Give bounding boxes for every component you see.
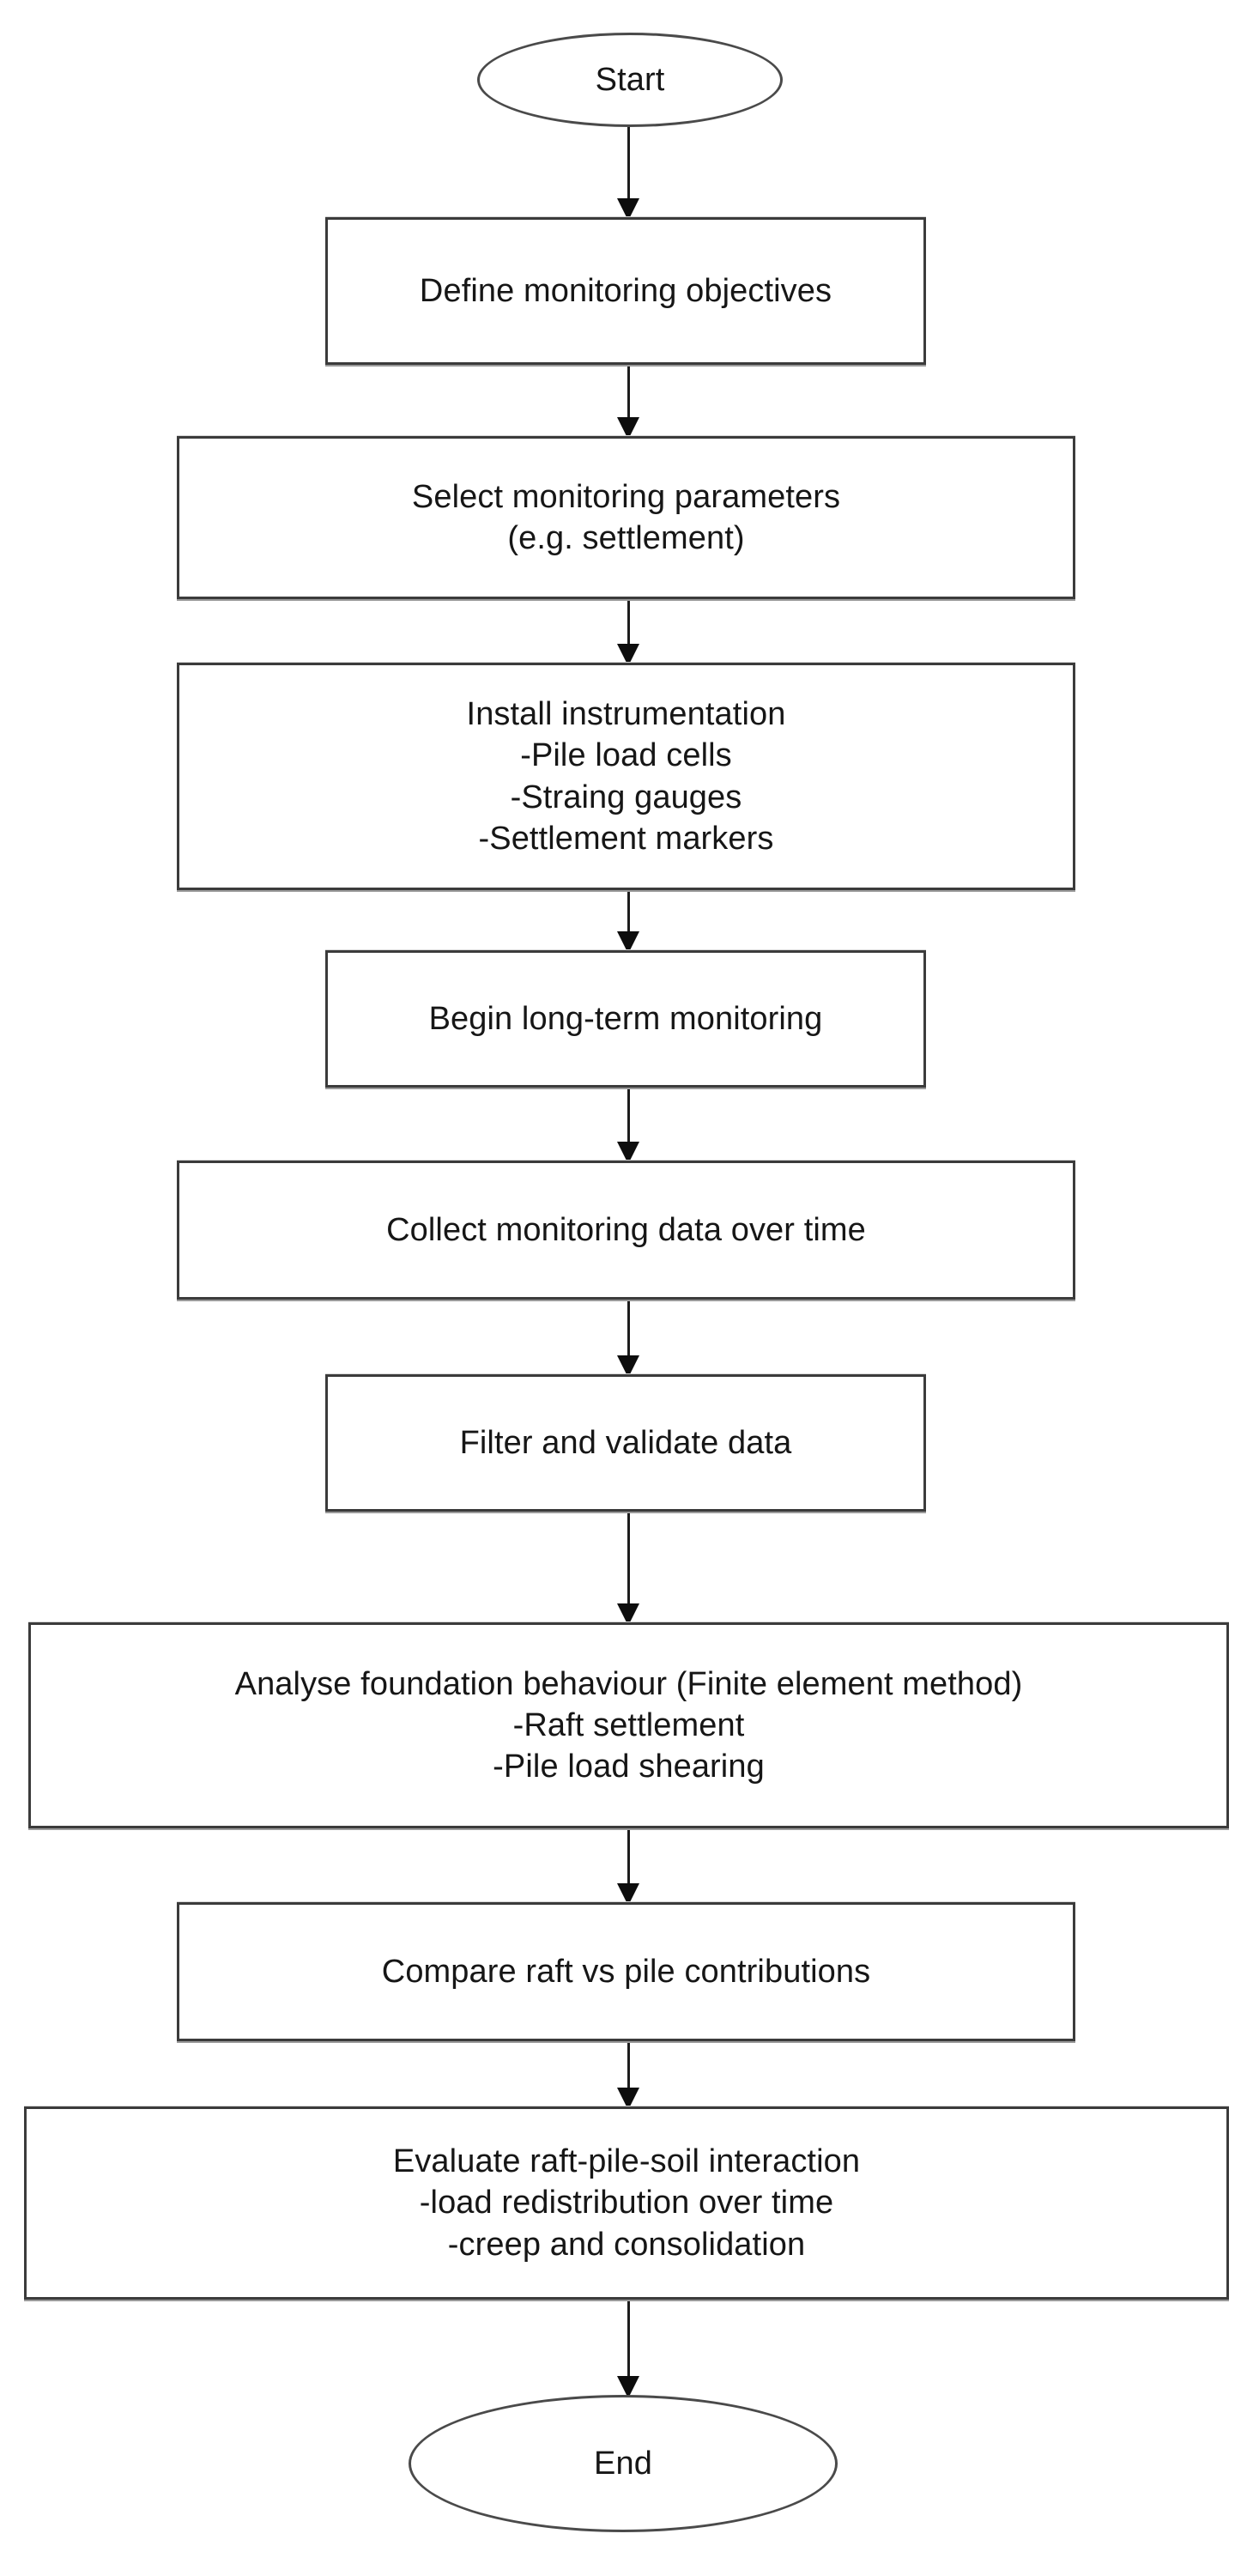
node-install-instrumentation[interactable]: Install instrumentation -Pile load cells -…	[177, 663, 1075, 890]
node-label: -Straing gauges	[510, 779, 742, 815]
node-label: (e.g. settlement)	[507, 520, 745, 556]
node-label: Collect monitoring data over time	[386, 1211, 866, 1248]
node-label: End	[594, 2445, 652, 2482]
node-label: Begin long-term monitoring	[428, 1000, 823, 1037]
node-start[interactable]: Start	[477, 33, 783, 127]
node-select-parameters[interactable]: Select monitoring parameters (e.g. settle…	[177, 436, 1075, 599]
node-define-objectives[interactable]: Define monitoring objectives	[325, 217, 926, 365]
arrowhead-analyse-to-compare	[617, 1883, 639, 1906]
connector-collect-to-filter	[627, 1300, 630, 1357]
node-label: -Pile load cells	[520, 737, 732, 774]
connector-define-to-select	[627, 365, 630, 419]
node-label: Evaluate raft-pile-soil interaction	[392, 2143, 861, 2180]
node-end[interactable]: End	[409, 2395, 838, 2532]
node-label: Analyse foundation behaviour (Finite ele…	[234, 1665, 1023, 1702]
connector-filter-to-analyse	[627, 1512, 630, 1605]
node-label: Define monitoring objectives	[419, 272, 832, 309]
connector-compare-to-evaluate	[627, 2041, 630, 2089]
arrowhead-start-to-define	[617, 198, 639, 221]
node-collect-data[interactable]: Collect monitoring data over time	[177, 1161, 1075, 1300]
connector-analyse-to-compare	[627, 1828, 630, 1885]
connector-select-to-install	[627, 599, 630, 646]
arrowhead-collect-to-filter	[617, 1355, 639, 1378]
node-label: Compare raft vs pile contributions	[381, 1953, 871, 1990]
node-label: -Pile load shearing	[493, 1749, 765, 1785]
connector-start-to-define	[627, 127, 630, 200]
node-label: Start	[595, 61, 665, 98]
node-label: Select monitoring parameters	[411, 478, 841, 515]
node-begin-monitoring[interactable]: Begin long-term monitoring	[325, 950, 926, 1088]
node-label: -creep and consolidation	[447, 2226, 806, 2263]
connector-install-to-begin	[627, 890, 630, 933]
arrowhead-filter-to-analyse	[617, 1603, 639, 1626]
connector-begin-to-collect	[627, 1088, 630, 1143]
node-filter-validate[interactable]: Filter and validate data	[325, 1374, 926, 1512]
arrowhead-select-to-install	[617, 644, 639, 666]
connector-evaluate-to-end	[627, 2300, 630, 2378]
arrowhead-compare-to-evaluate	[617, 2088, 639, 2110]
arrowhead-begin-to-collect	[617, 1142, 639, 1164]
arrowhead-install-to-begin	[617, 931, 639, 954]
node-label: -Settlement markers	[478, 820, 774, 857]
node-label: Install instrumentation	[466, 696, 786, 732]
node-label: Filter and validate data	[459, 1424, 792, 1461]
node-evaluate-interaction[interactable]: Evaluate raft-pile-soil interaction -load…	[24, 2106, 1229, 2300]
node-label: -load redistribution over time	[419, 2185, 834, 2221]
arrowhead-define-to-select	[617, 417, 639, 439]
node-compare-contributions[interactable]: Compare raft vs pile contributions	[177, 1902, 1075, 2041]
node-analyse-behaviour[interactable]: Analyse foundation behaviour (Finite ele…	[28, 1622, 1229, 1828]
node-label: -Raft settlement	[512, 1706, 745, 1743]
